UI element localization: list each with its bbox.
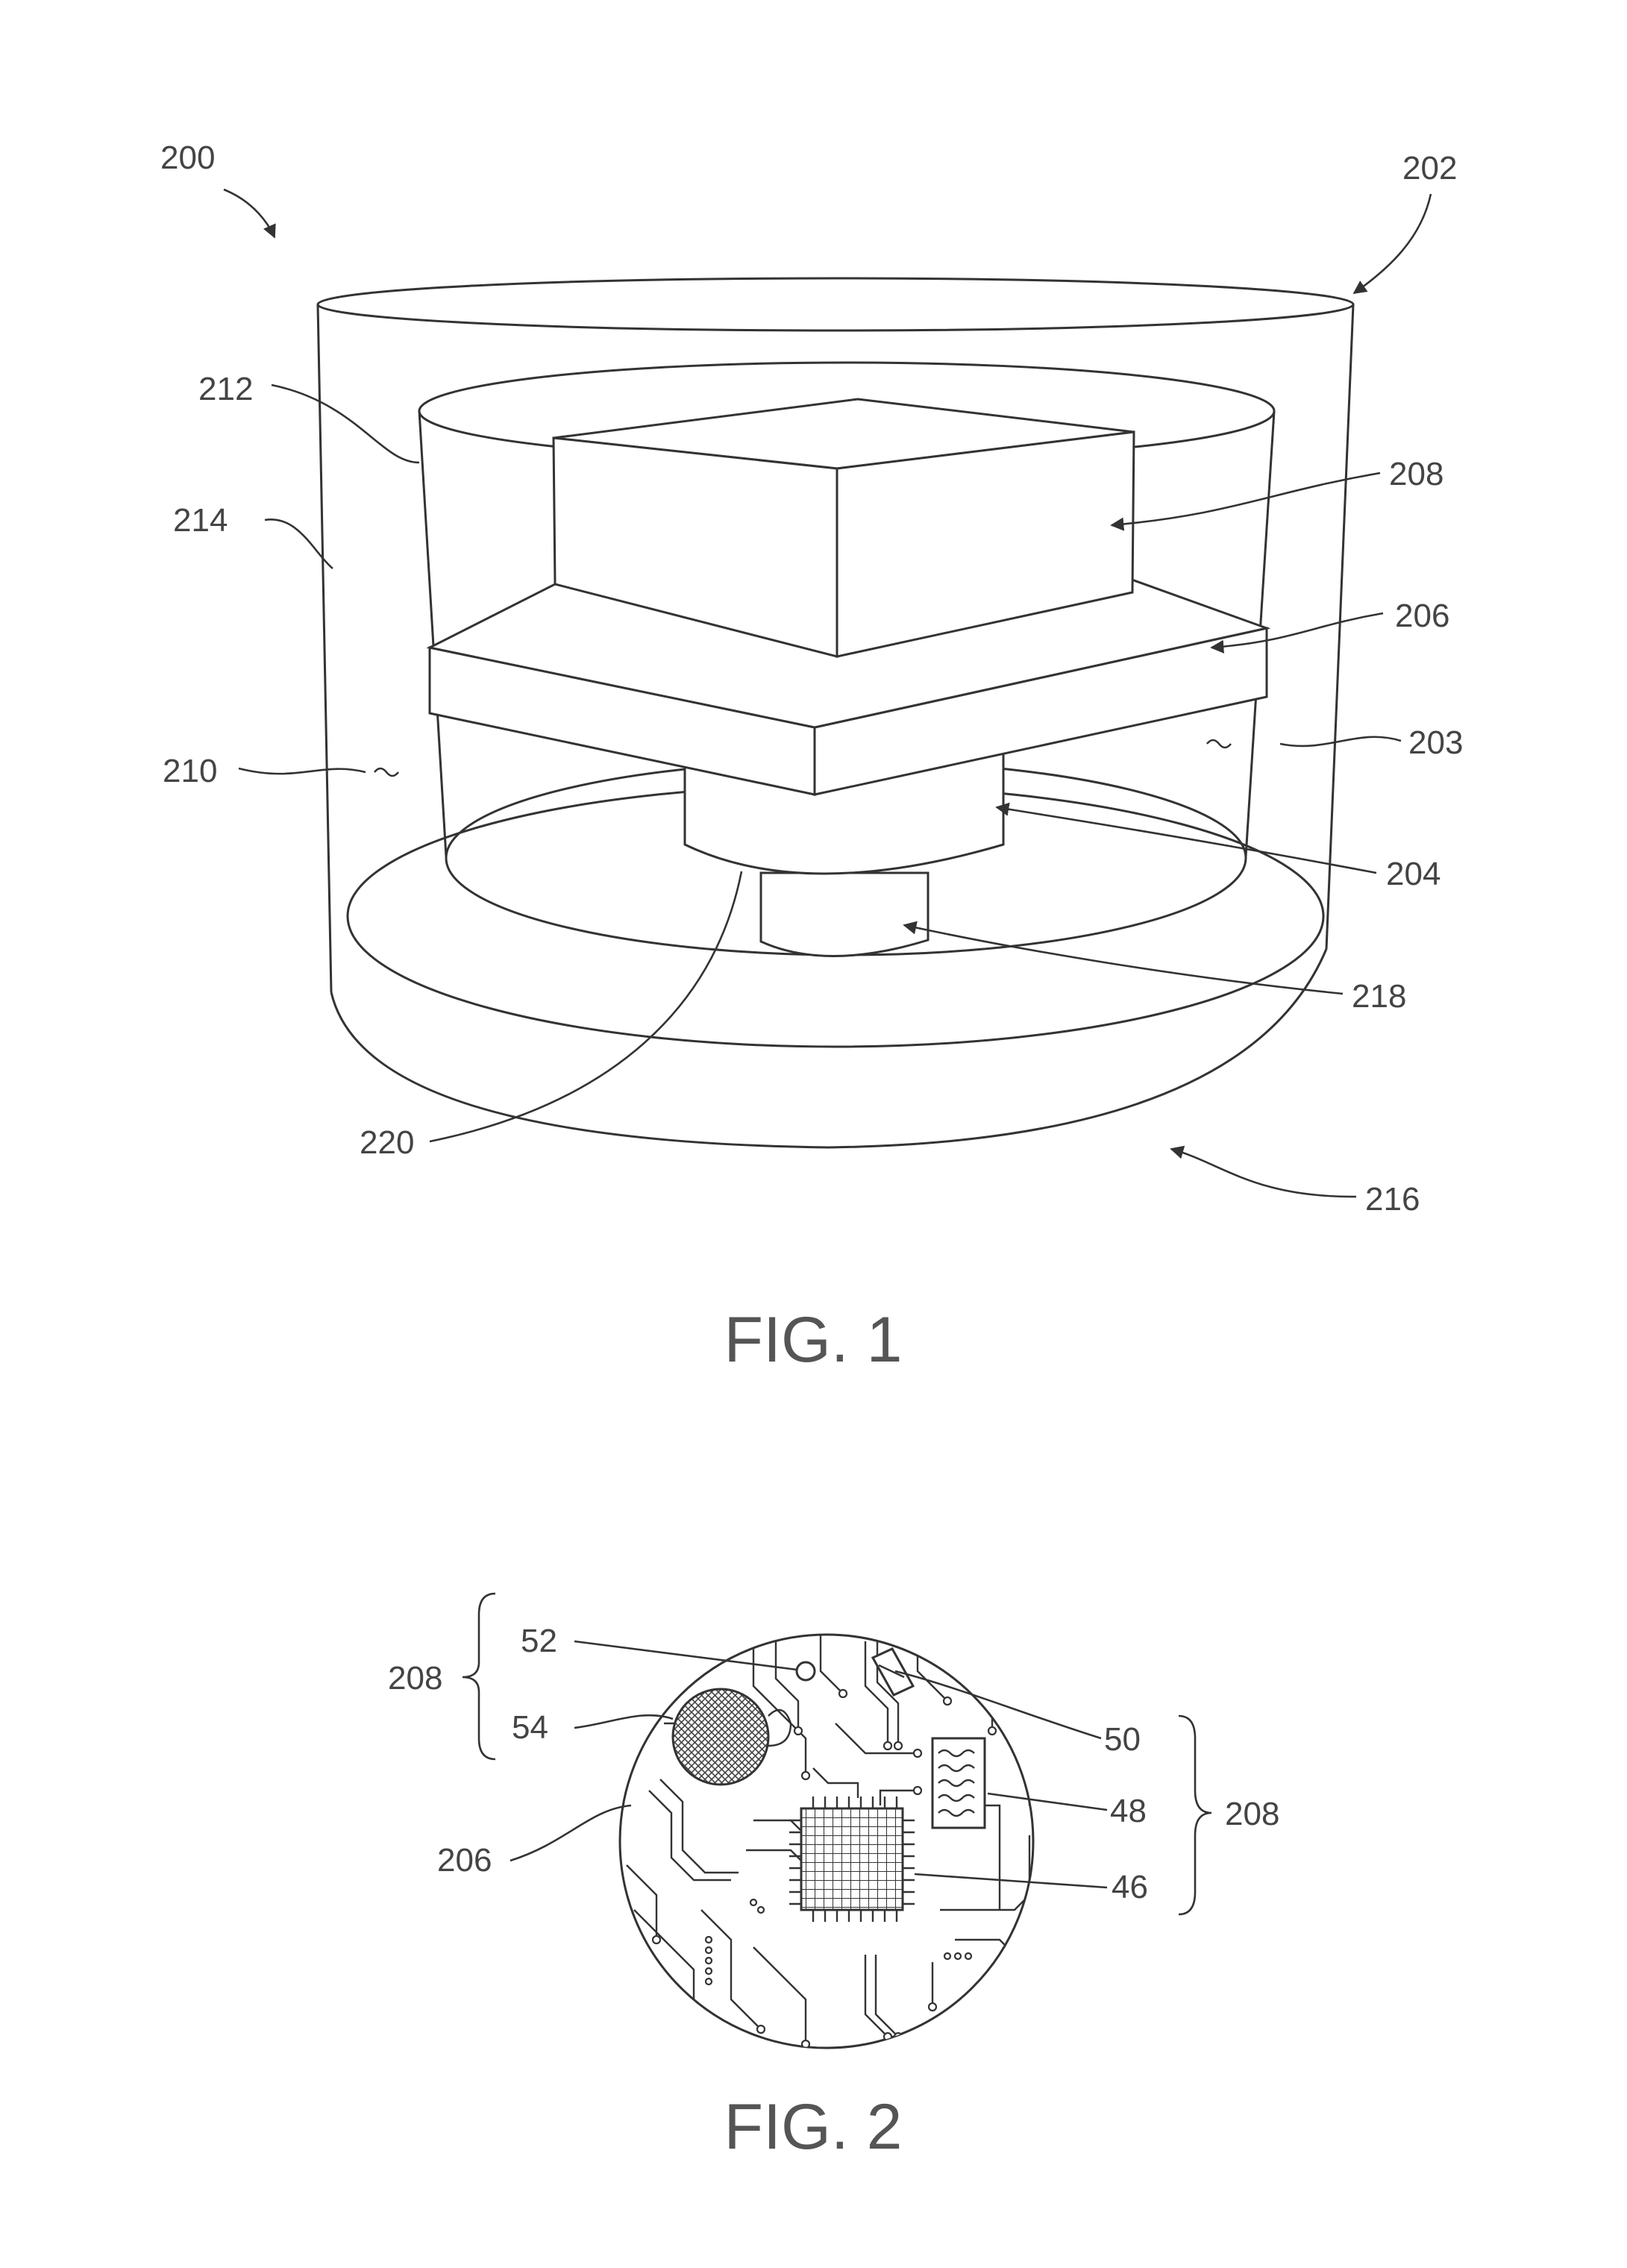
coil-component — [673, 1689, 768, 1785]
label-outer-container: 202 — [1402, 150, 1457, 187]
label-inner-wall: 212 — [198, 371, 253, 407]
chip-component — [789, 1796, 915, 1922]
coil-tail — [768, 1710, 791, 1746]
connector-component — [873, 1649, 913, 1695]
label-stem: 204 — [1386, 856, 1441, 892]
label-medium: 210 — [163, 753, 217, 789]
label-heater: 48 — [1110, 1793, 1147, 1829]
label-edge: 220 — [360, 1124, 414, 1161]
label-group-top: 208 — [388, 1660, 442, 1697]
label-outer-wall: 214 — [173, 502, 228, 539]
post — [761, 873, 928, 956]
label-post: 218 — [1352, 978, 1406, 1015]
figure-2: 208 52 54 206 50 48 46 208 FIG. 2 — [388, 1594, 1279, 2163]
figure-1-caption: FIG. 1 — [724, 1304, 903, 1376]
label-connector: 50 — [1104, 1721, 1141, 1758]
label-inner-cavity: 203 — [1408, 724, 1463, 761]
figure-1: 200 202 212 214 208 206 203 210 204 218 … — [160, 140, 1463, 1376]
label-module: 208 — [1389, 456, 1443, 492]
heater-component — [932, 1738, 985, 1828]
label-chip: 46 — [1112, 1869, 1148, 1905]
brace-left — [463, 1594, 495, 1759]
label-board: 206 — [1395, 598, 1449, 634]
label-device: 200 — [160, 140, 215, 176]
label-base: 216 — [1365, 1181, 1420, 1218]
label-coil: 54 — [512, 1709, 548, 1746]
label-sensor: 52 — [521, 1623, 557, 1659]
brace-right — [1179, 1716, 1211, 1914]
label-group-right: 208 — [1225, 1796, 1279, 1832]
sensor-component — [797, 1662, 815, 1680]
figure-2-caption: FIG. 2 — [724, 2091, 903, 2163]
label-board: 206 — [437, 1842, 492, 1879]
